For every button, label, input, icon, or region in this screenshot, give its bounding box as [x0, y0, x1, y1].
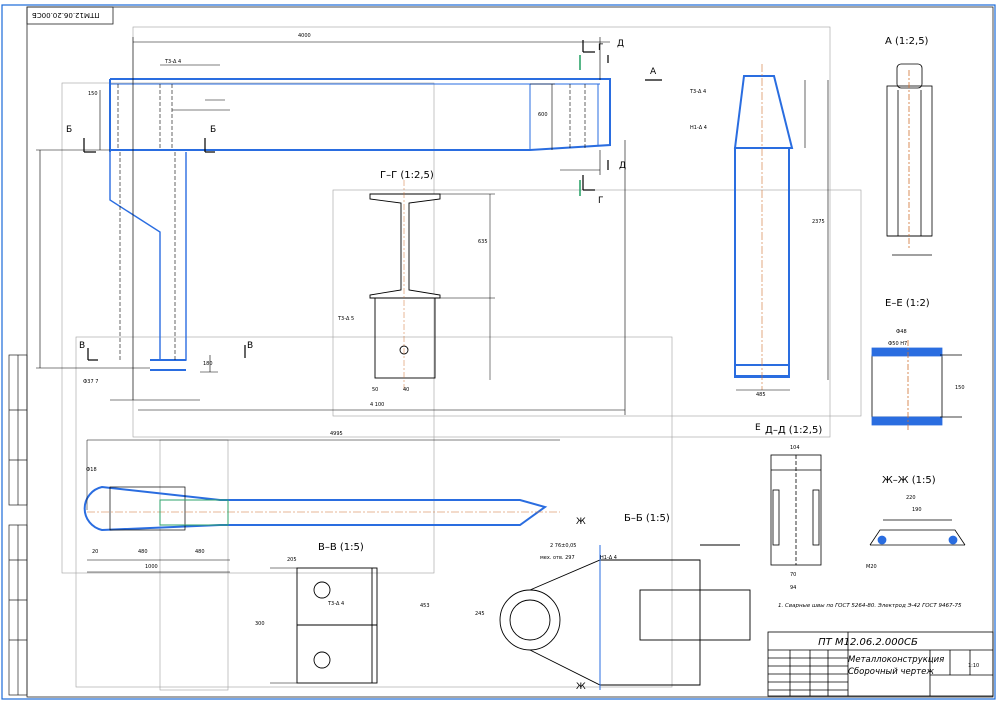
- dim-phi377: Ф37 7: [83, 379, 99, 385]
- dim-635: 635: [478, 239, 488, 245]
- weld-n1-4-bracket: Н1-Δ 4: [600, 555, 617, 561]
- main-hidden-lines: [117, 84, 586, 360]
- dim-300: 300: [255, 621, 265, 627]
- view-bb-title: Б–Б (1:5): [624, 513, 670, 524]
- dim-phi48: Ф48: [896, 329, 907, 335]
- mark-b-left: Б: [66, 125, 73, 135]
- dim-180: 180: [203, 361, 213, 367]
- dim-4000: 4000: [298, 33, 311, 39]
- dim-453: 453: [420, 603, 430, 609]
- dim-4995: 4995: [330, 431, 343, 437]
- mark-b-right: Б: [210, 125, 217, 135]
- dim-220: 220: [906, 495, 916, 501]
- mark-v-left: В: [79, 341, 86, 351]
- main-column: [109, 152, 187, 371]
- side-view: [733, 64, 829, 391]
- weld-t3-4-top: Т3-Δ 4: [165, 59, 182, 65]
- dim-190: 190: [912, 507, 922, 513]
- section-ee: [871, 340, 962, 430]
- dim-40: 40: [403, 387, 410, 393]
- weld-t3-4-vv: Т3-Δ 4: [328, 601, 345, 607]
- drawing-number: ПТ М12.06.2.000СБ: [818, 637, 918, 648]
- view-a-detail: [886, 63, 933, 256]
- mark-zh-top: Ж: [576, 517, 586, 527]
- dim-mex: мех. отв. 297: [540, 555, 575, 561]
- corner-number: ПТМ12.06.20.00СБ: [32, 11, 100, 19]
- main-beam: [109, 78, 611, 152]
- mark-a: А: [650, 67, 657, 77]
- section-zhzh: [869, 519, 966, 546]
- mark-v-right: В: [247, 341, 254, 351]
- drawing-name-1: Металлоконструкция: [848, 655, 945, 665]
- dim-phi18: Ф18: [86, 467, 97, 473]
- bracket-view: [499, 544, 751, 690]
- view-gg-title: Г–Г (1:2,5): [380, 170, 434, 181]
- section-marks-main: [83, 40, 662, 361]
- drawing-scale: 1:10: [968, 663, 980, 669]
- drawing-note: 1. Сварные швы по ГОСТ 5264-80. Электрод…: [778, 603, 962, 609]
- outer-frame: [1, 4, 996, 700]
- inner-frame: [26, 6, 994, 698]
- mark-g-bottom: Г: [598, 196, 604, 206]
- view-a-title: А (1:2,5): [885, 36, 929, 47]
- view-zhzh-title: Ж–Ж (1:5): [882, 475, 936, 486]
- dim-150: 150: [88, 91, 98, 97]
- dim-1000: 1000: [145, 564, 158, 570]
- section-gg: [369, 180, 495, 392]
- mark-d-bottom: Д: [619, 161, 627, 171]
- section-vv: [270, 567, 378, 684]
- dim-245: 245: [475, 611, 485, 617]
- section-dd: [770, 454, 822, 566]
- view-vv-title: В–В (1:5): [318, 542, 364, 553]
- dim-2375: 2375: [812, 219, 825, 225]
- view-ee-title: Е–Е (1:2): [885, 298, 930, 309]
- dim-50: 50: [372, 387, 379, 393]
- weld-n1-4: Н1-Δ 4: [690, 125, 707, 131]
- dim-485: 485: [756, 392, 766, 398]
- dim-70: 70: [790, 572, 797, 578]
- plan-view: [83, 439, 560, 573]
- dim-480a: 480: [138, 549, 148, 555]
- mark-d-top: Д: [617, 39, 625, 49]
- dim-480b: 480: [195, 549, 205, 555]
- drawing-name-2: Сборочный чертеж: [848, 667, 934, 677]
- dim-104: 104: [790, 445, 800, 451]
- dim-phi50: Ф50 Н7: [888, 341, 908, 347]
- dim-150b: 150: [955, 385, 965, 391]
- dim-276: 2 76±0,05: [550, 543, 577, 549]
- dim-m20: М20: [866, 564, 877, 570]
- mark-e-side: Е: [755, 423, 761, 433]
- view-dd-title: Д–Д (1:2,5): [765, 425, 823, 436]
- dim-20: 20: [92, 549, 99, 555]
- ghost-frames: [61, 26, 862, 691]
- weld-t3-4: Т3-Δ 4: [690, 89, 707, 95]
- corner-box: [26, 6, 114, 25]
- main-view-lines: [36, 37, 626, 415]
- mark-g-top: Г: [598, 43, 604, 53]
- dim-4100: 4 100: [370, 402, 385, 408]
- title-block: [767, 631, 994, 697]
- dim-600: 600: [538, 112, 548, 118]
- mark-zh-bottom: Ж: [576, 682, 586, 692]
- dim-94: 94: [790, 585, 797, 591]
- left-strip: [8, 354, 28, 696]
- weld-t3-5: Т3-Δ 5: [338, 316, 355, 322]
- dim-205: 205: [287, 557, 297, 563]
